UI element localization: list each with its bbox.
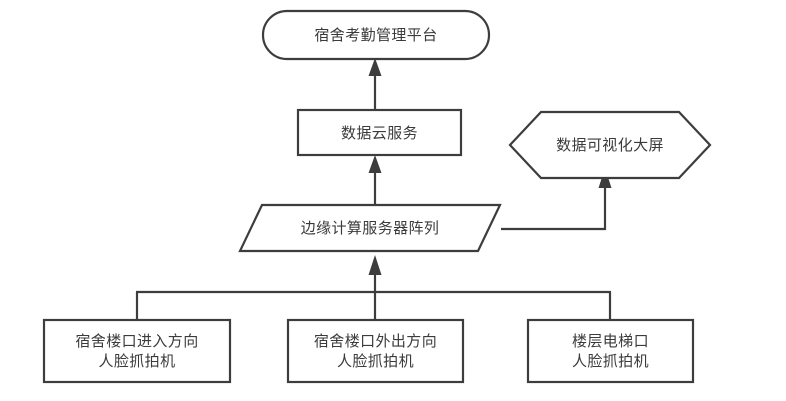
node-edge-servers-shape[interactable] bbox=[238, 203, 502, 253]
node-camera-exit-shape[interactable] bbox=[286, 318, 465, 384]
arrow-head-icon bbox=[368, 58, 382, 76]
arrow-head-icon bbox=[368, 155, 382, 173]
node-camera-elevator-shape[interactable] bbox=[526, 318, 695, 384]
node-cloud-service-shape[interactable] bbox=[296, 108, 463, 157]
arrow-head-icon bbox=[368, 255, 382, 275]
node-camera-entry-shape[interactable] bbox=[42, 318, 232, 384]
connector-cameras-to-edge bbox=[135, 255, 612, 320]
connector-edge-to-cloud bbox=[368, 155, 382, 205]
connector-cloud-to-platform bbox=[368, 58, 382, 110]
node-platform-shape[interactable] bbox=[261, 9, 491, 61]
node-visualization-shape[interactable] bbox=[508, 110, 712, 180]
